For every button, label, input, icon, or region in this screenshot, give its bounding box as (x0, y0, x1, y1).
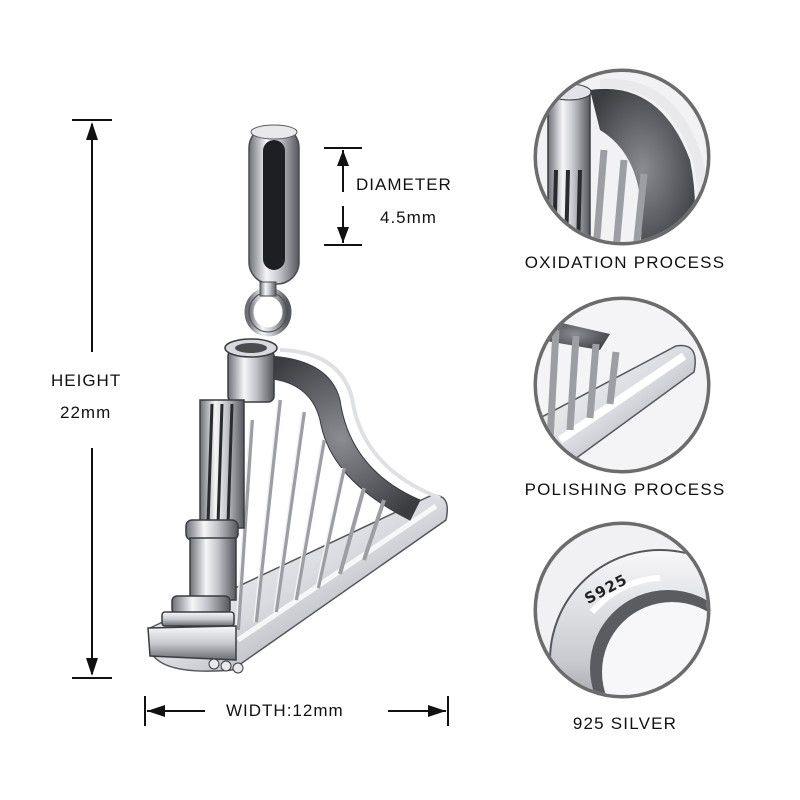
width-dimension-line (144, 696, 449, 726)
height-value: 22mm (60, 403, 112, 422)
detail-circle-oxidation (533, 68, 711, 246)
harp-charm-illustration (147, 124, 448, 674)
height-label: HEIGHT (51, 371, 122, 390)
height-dimension-line (72, 119, 112, 679)
caption-polishing: POLISHING PROCESS (524, 480, 726, 499)
detail-circle-silver-stamp (533, 521, 711, 699)
detail-circle-polishing (533, 296, 711, 474)
diameter-label: DIAMETER (356, 175, 452, 194)
harp-strings (236, 399, 386, 631)
width-label: WIDTH:12mm (226, 701, 344, 720)
caption-oxidation: OXIDATION PROCESS (524, 253, 726, 272)
diameter-dimension-line (324, 147, 362, 246)
diameter-value: 4.5mm (380, 208, 437, 227)
caption-silver: 925 SILVER (572, 714, 678, 733)
